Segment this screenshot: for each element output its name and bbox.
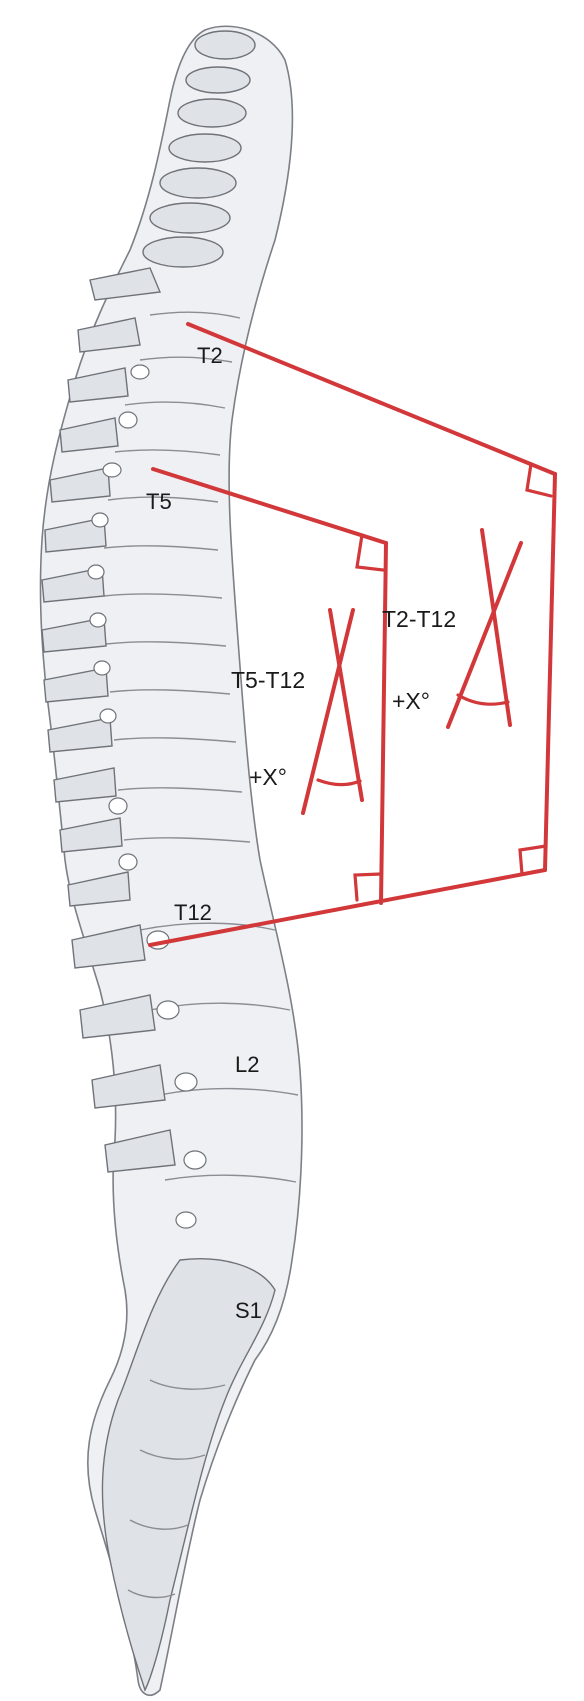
t5-t12-crossing-line-b [301, 608, 355, 815]
label-t12: T12 [174, 900, 212, 925]
t2-t12-perpendicular-upper [543, 472, 557, 872]
t5-t12-angle-arc [316, 778, 362, 787]
spine-illustration [39, 25, 303, 1696]
t2-t12-crossing-line-a [480, 528, 512, 727]
label-t2: T2 [197, 343, 223, 368]
cervical-vertebrae [89, 30, 256, 301]
thoracic-vertebrae [103, 311, 251, 843]
t2-t12-angle-arc [456, 693, 510, 706]
label-t5: T5 [146, 489, 172, 514]
t12-endplate-line [148, 868, 547, 947]
label-t5-t12-angle: +X° [249, 764, 287, 790]
t5-t12-perpendicular [379, 541, 388, 905]
label-t5-t12: T5-T12 [231, 667, 305, 693]
posterior-elements [41, 317, 150, 907]
right-angle-marker-lower-mid [353, 872, 383, 902]
label-t2-t12-angle: +X° [392, 688, 430, 714]
label-s1: S1 [235, 1298, 262, 1323]
t2-t12-measurement [148, 322, 557, 947]
t5-t12-crossing-line-a [328, 608, 364, 802]
right-angle-marker-lower-right [518, 844, 548, 876]
t2-t12-crossing-line-b [446, 541, 523, 729]
sacrum [101, 1258, 276, 1692]
label-l2: L2 [235, 1052, 259, 1077]
t5-endplate-line [151, 467, 388, 545]
t2-endplate-line [186, 322, 557, 476]
lumbar-vertebrae [71, 922, 299, 1229]
right-angle-marker-upper-right [525, 462, 553, 498]
t5-t12-measurement [151, 467, 388, 905]
label-t2-t12: T2-T12 [382, 606, 456, 632]
labels: T2 T5 T12 L2 S1 T5-T12 +X° T2-T12 +X° [146, 343, 456, 1323]
right-angle-marker-upper-mid [355, 533, 385, 572]
cobb-angle-measurements [148, 322, 557, 947]
